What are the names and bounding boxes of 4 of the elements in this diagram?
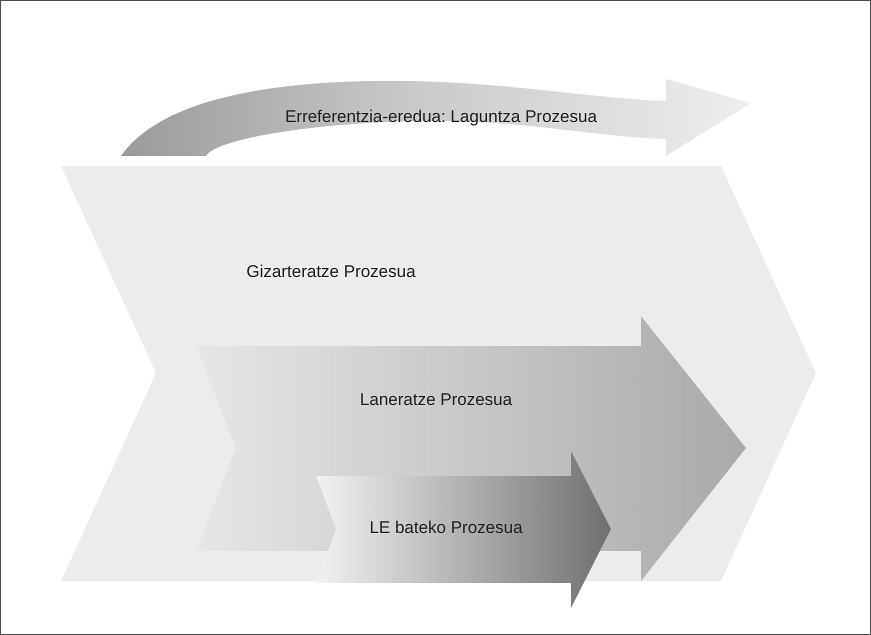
node-label: Erreferentzia-eredua: Laguntza Prozesua [284, 106, 598, 128]
node-label: Laneratze Prozesua [358, 389, 514, 411]
node-label: LE bateko Prozesua [368, 517, 524, 539]
node-label: Gizarteratze Prozesua [245, 261, 417, 283]
